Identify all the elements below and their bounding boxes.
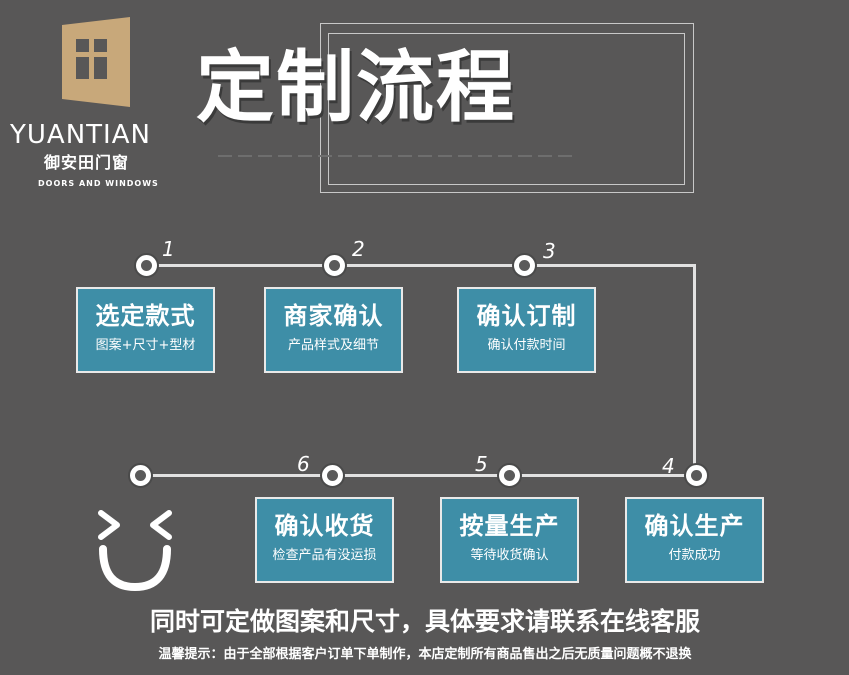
step-subtitle-6: 检查产品有没运损 xyxy=(272,548,377,563)
step-title-1: 选定款式 xyxy=(95,302,196,330)
step-title-5: 按量生产 xyxy=(459,512,560,540)
step-title-3: 确认订制 xyxy=(476,302,577,330)
title-frame-outer xyxy=(320,23,694,193)
step-node-1 xyxy=(134,253,159,278)
step-number-3: 3 xyxy=(543,239,556,263)
step-box-3: 确认订制 确认付款时间 xyxy=(457,287,596,373)
step-number-4: 4 xyxy=(662,454,675,478)
step-subtitle-1: 图案+尺寸+型材 xyxy=(95,338,196,353)
title-decorative-line xyxy=(218,155,572,157)
step-number-5: 5 xyxy=(475,452,488,476)
step-box-2: 商家确认 产品样式及细节 xyxy=(264,287,403,373)
flow-line-bottom xyxy=(140,474,696,477)
step-number-1: 1 xyxy=(162,237,175,261)
step-title-2: 商家确认 xyxy=(283,302,384,330)
step-number-2: 2 xyxy=(352,237,365,261)
step-box-1: 选定款式 图案+尺寸+型材 xyxy=(76,287,215,373)
step-node-6 xyxy=(320,463,345,488)
logo-latin-name: YUANTIAN xyxy=(10,120,151,150)
step-node-4 xyxy=(684,463,709,488)
flow-line-right xyxy=(693,264,696,476)
page-title: 定制流程 xyxy=(196,43,517,133)
step-subtitle-5: 等待收货确认 xyxy=(470,548,549,563)
step-node-2 xyxy=(322,253,347,278)
step-subtitle-3: 确认付款时间 xyxy=(487,338,566,353)
flow-line-top xyxy=(146,264,696,267)
step-number-6: 6 xyxy=(297,452,310,476)
step-subtitle-2: 产品样式及细节 xyxy=(287,338,379,353)
title-frame-inner xyxy=(328,33,685,185)
custom-order-note: 同时可定做图案和尺寸，具体要求请联系在线客服 xyxy=(149,607,700,636)
step-node-5 xyxy=(497,463,522,488)
smiley-icon xyxy=(95,505,175,595)
end-node xyxy=(128,463,153,488)
step-title-4: 确认生产 xyxy=(644,512,745,540)
warm-tip: 温馨提示：由于全部根据客户订单下单制作，本店定制所有商品售出之后无质量问题概不退… xyxy=(158,647,692,662)
step-box-6: 确认收货 检查产品有没运损 xyxy=(255,497,394,583)
logo-tagline: DOORS AND WINDOWS xyxy=(38,179,159,188)
logo-emblem-icon xyxy=(58,17,134,107)
step-node-3 xyxy=(512,253,537,278)
step-title-6: 确认收货 xyxy=(274,512,375,540)
step-box-5: 按量生产 等待收货确认 xyxy=(440,497,579,583)
step-box-4: 确认生产 付款成功 xyxy=(625,497,764,583)
step-subtitle-4: 付款成功 xyxy=(668,548,721,563)
logo-chinese-name: 御安田门窗 xyxy=(44,153,130,172)
